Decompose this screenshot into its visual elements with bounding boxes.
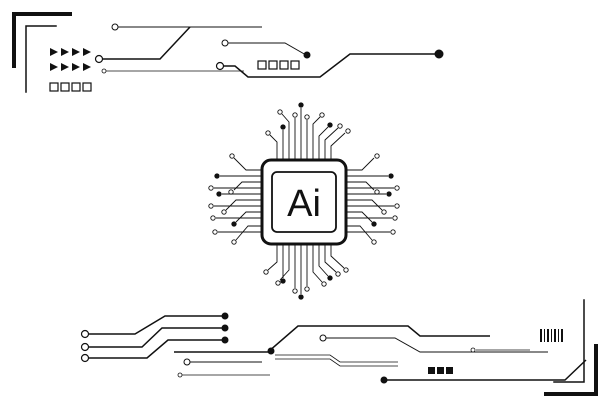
corner-bracket-icon-bottom-right xyxy=(544,299,598,396)
arrow-triangle-icon-group xyxy=(50,48,91,71)
corner-bracket-icon-top-left xyxy=(12,12,72,93)
square-indicator-icon-top xyxy=(257,60,300,70)
microchip-icon: Ai xyxy=(260,158,348,246)
chip-label: Ai xyxy=(287,183,321,225)
chip-pin-traces xyxy=(208,102,400,300)
barcode-icon xyxy=(540,329,563,342)
circuit-trace-icon-top xyxy=(94,23,444,78)
circuit-trace-icon-bottom xyxy=(80,312,587,384)
square-indicator-icon-bottom xyxy=(428,367,453,374)
square-indicator-icon-left xyxy=(49,82,92,92)
